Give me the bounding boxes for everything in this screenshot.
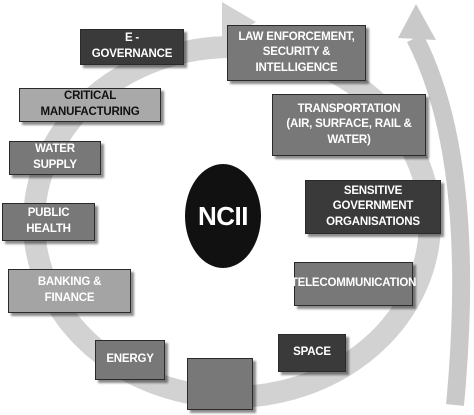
sector-law-enforcement: LAW ENFORCEMENT, SECURITY & INTELLIGENCE — [227, 25, 366, 81]
outer-arrowhead — [398, 4, 436, 40]
sector-label: E - GOVERNANCE — [91, 32, 173, 60]
outer-arc-arrow — [407, 33, 471, 406]
sector-label: CRITICAL MANUFACTURING — [40, 90, 140, 118]
sector-space: SPACE — [278, 334, 346, 372]
sector-label: ENERGY — [106, 353, 154, 366]
sector-transportation: TRANSPORTATION (AIR, SURFACE, RAIL & WAT… — [272, 94, 426, 156]
sector-sensitive-government: SENSITIVE GOVERNMENT ORGANISATIONS — [305, 180, 441, 234]
sector-label: TELECOMMUNICATION — [290, 277, 417, 290]
sector-telecommunication: TELECOMMUNICATION — [290, 262, 417, 306]
sector-label: LAW ENFORCEMENT, SECURITY & INTELLIGENCE — [238, 30, 355, 74]
sector-banking-finance: BANKING & FINANCE — [8, 269, 131, 313]
sector-unlabeled — [187, 358, 253, 410]
sector-label: PUBLIC HEALTH — [26, 207, 71, 235]
sector-label: BANKING & FINANCE — [37, 276, 102, 304]
ncii-center-circle: NCII — [185, 164, 261, 268]
sector-critical-manufacturing: CRITICAL MANUFACTURING — [19, 88, 161, 122]
sector-label: SPACE — [293, 346, 331, 359]
sector-public-health: PUBLIC HEALTH — [2, 203, 95, 241]
sector-label: TRANSPORTATION (AIR, SURFACE, RAIL & WAT… — [286, 102, 412, 146]
sector-water-supply: WATER SUPPLY — [9, 141, 101, 175]
center-label: NCII — [198, 200, 249, 231]
sector-e-governance: E - GOVERNANCE — [80, 29, 184, 65]
sector-label: WATER SUPPLY — [33, 143, 77, 171]
sector-label: SENSITIVE GOVERNMENT ORGANISATIONS — [326, 184, 420, 228]
sector-energy: ENERGY — [95, 340, 165, 380]
